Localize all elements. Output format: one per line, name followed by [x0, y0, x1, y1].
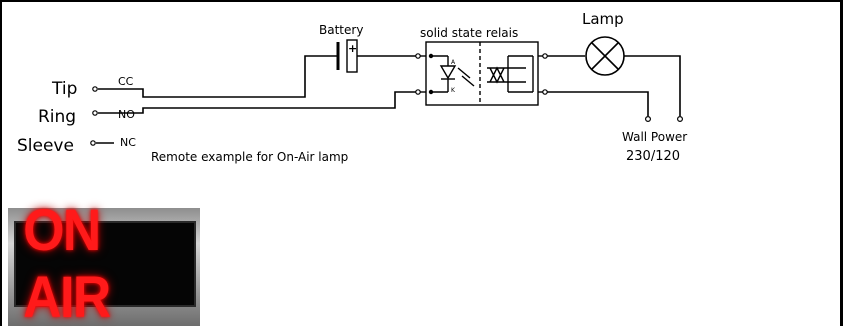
wall-terminal-1-icon [644, 115, 651, 122]
caption: Remote example for On-Air lamp [151, 150, 348, 164]
sleeve-terminal-icon [90, 140, 96, 146]
wire-lamp-wall [624, 55, 681, 116]
relay-label: solid state relais [420, 26, 518, 40]
tip-label: Tip [51, 79, 77, 99]
relay-pin-k-label: K [451, 87, 456, 94]
relay-icon [418, 41, 545, 106]
battery-icon [336, 39, 358, 73]
wall-power-label: Wall Power [622, 130, 687, 144]
no-label: NO [118, 108, 135, 121]
wall-terminal-2-icon [676, 115, 683, 122]
tip-terminal-icon [92, 86, 98, 92]
on-air-text: ON AIR [23, 198, 111, 330]
wall-voltage-label: 230/120 [626, 149, 680, 164]
wire-cc [128, 55, 338, 98]
sign-panel: ON AIR [14, 198, 196, 330]
on-air-sign: ON AIR [8, 198, 200, 330]
relay-pin-a-label: A [451, 59, 456, 66]
cc-label: CC [118, 75, 134, 88]
ring-label: Ring [38, 107, 76, 127]
lamp-icon [585, 36, 625, 76]
wire-no [128, 91, 418, 114]
ring-terminal-icon [92, 110, 98, 116]
lamp-label: Lamp [582, 10, 624, 28]
battery-plus-label: + [348, 42, 357, 55]
nc-label: NC [120, 136, 136, 149]
sleeve-label: Sleeve [17, 136, 74, 156]
wire-relay-wall [545, 91, 649, 116]
battery-label: Battery [319, 23, 363, 37]
